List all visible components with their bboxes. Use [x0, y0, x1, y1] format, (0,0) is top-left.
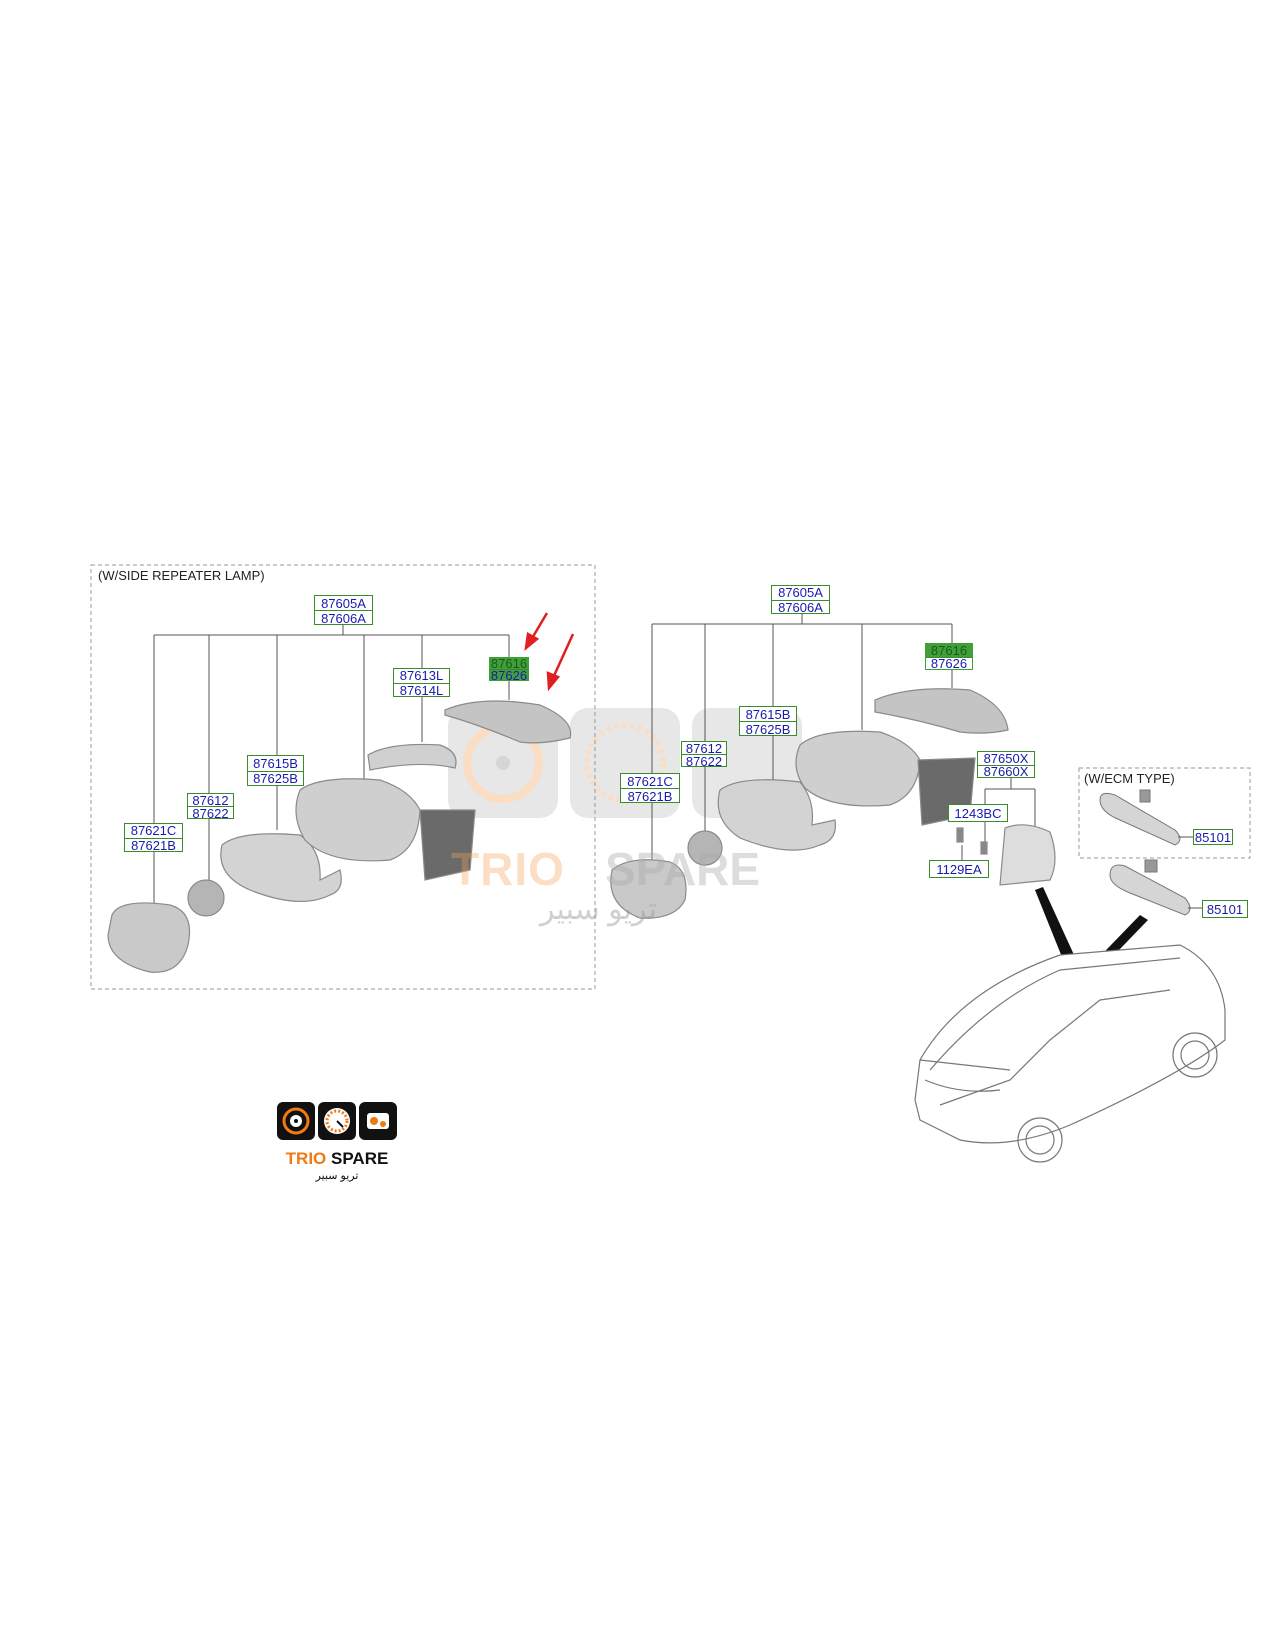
- watermark-trio: TRIO: [451, 843, 565, 895]
- car-illustration: [914, 944, 1226, 1163]
- mirror-housing-frame: [220, 833, 342, 902]
- right-leader-lines: [651, 614, 1036, 870]
- left-group-frame: [90, 564, 596, 990]
- actuator-motor: [687, 830, 723, 866]
- left-parts: [107, 700, 572, 973]
- logo-icons: [277, 1102, 397, 1140]
- logo-arabic: تريو سبير: [315, 1170, 359, 1182]
- ecm-mirrors: [1099, 789, 1191, 916]
- label-ecm-mirror-bottom[interactable]: 85101: [1202, 900, 1248, 918]
- watermark-spare: SPARE: [605, 843, 761, 895]
- actuator-motor: [187, 879, 225, 917]
- mirror-body: [795, 730, 921, 807]
- ecm-title: (W/ECM TYPE): [1084, 771, 1175, 786]
- label-bolt[interactable]: 1243BC: [948, 804, 1008, 822]
- mirror-cover: [444, 700, 572, 744]
- mirror-cover: [874, 688, 1009, 734]
- mirror-glass: [107, 902, 191, 973]
- red-arrows: [524, 612, 575, 692]
- right-parts: [610, 688, 1056, 919]
- logo-wordmark: TRIO SPARE: [285, 1149, 389, 1168]
- left-group-title: (W/SIDE REPEATER LAMP): [98, 568, 265, 583]
- ecm-leaders: [1178, 836, 1202, 909]
- watermark-arabic: تريو سبير: [540, 893, 657, 926]
- mirror-housing-frame: [717, 779, 837, 851]
- base-cover: [999, 824, 1056, 886]
- mirror-glass: [610, 859, 687, 919]
- repeater-lamp: [367, 743, 457, 771]
- label-screw[interactable]: 1129EA: [929, 860, 989, 878]
- label-ecm-mirror-top[interactable]: 85101: [1193, 829, 1233, 845]
- left-leader-lines: [153, 625, 510, 915]
- trio-spare-logo: TRIO SPARE تريو سبير: [275, 1100, 399, 1182]
- ecm-frame: [1078, 767, 1251, 859]
- mirror-bracket: [419, 809, 476, 881]
- bolt: [956, 827, 964, 843]
- mirror-body: [295, 778, 421, 862]
- screw: [980, 841, 988, 855]
